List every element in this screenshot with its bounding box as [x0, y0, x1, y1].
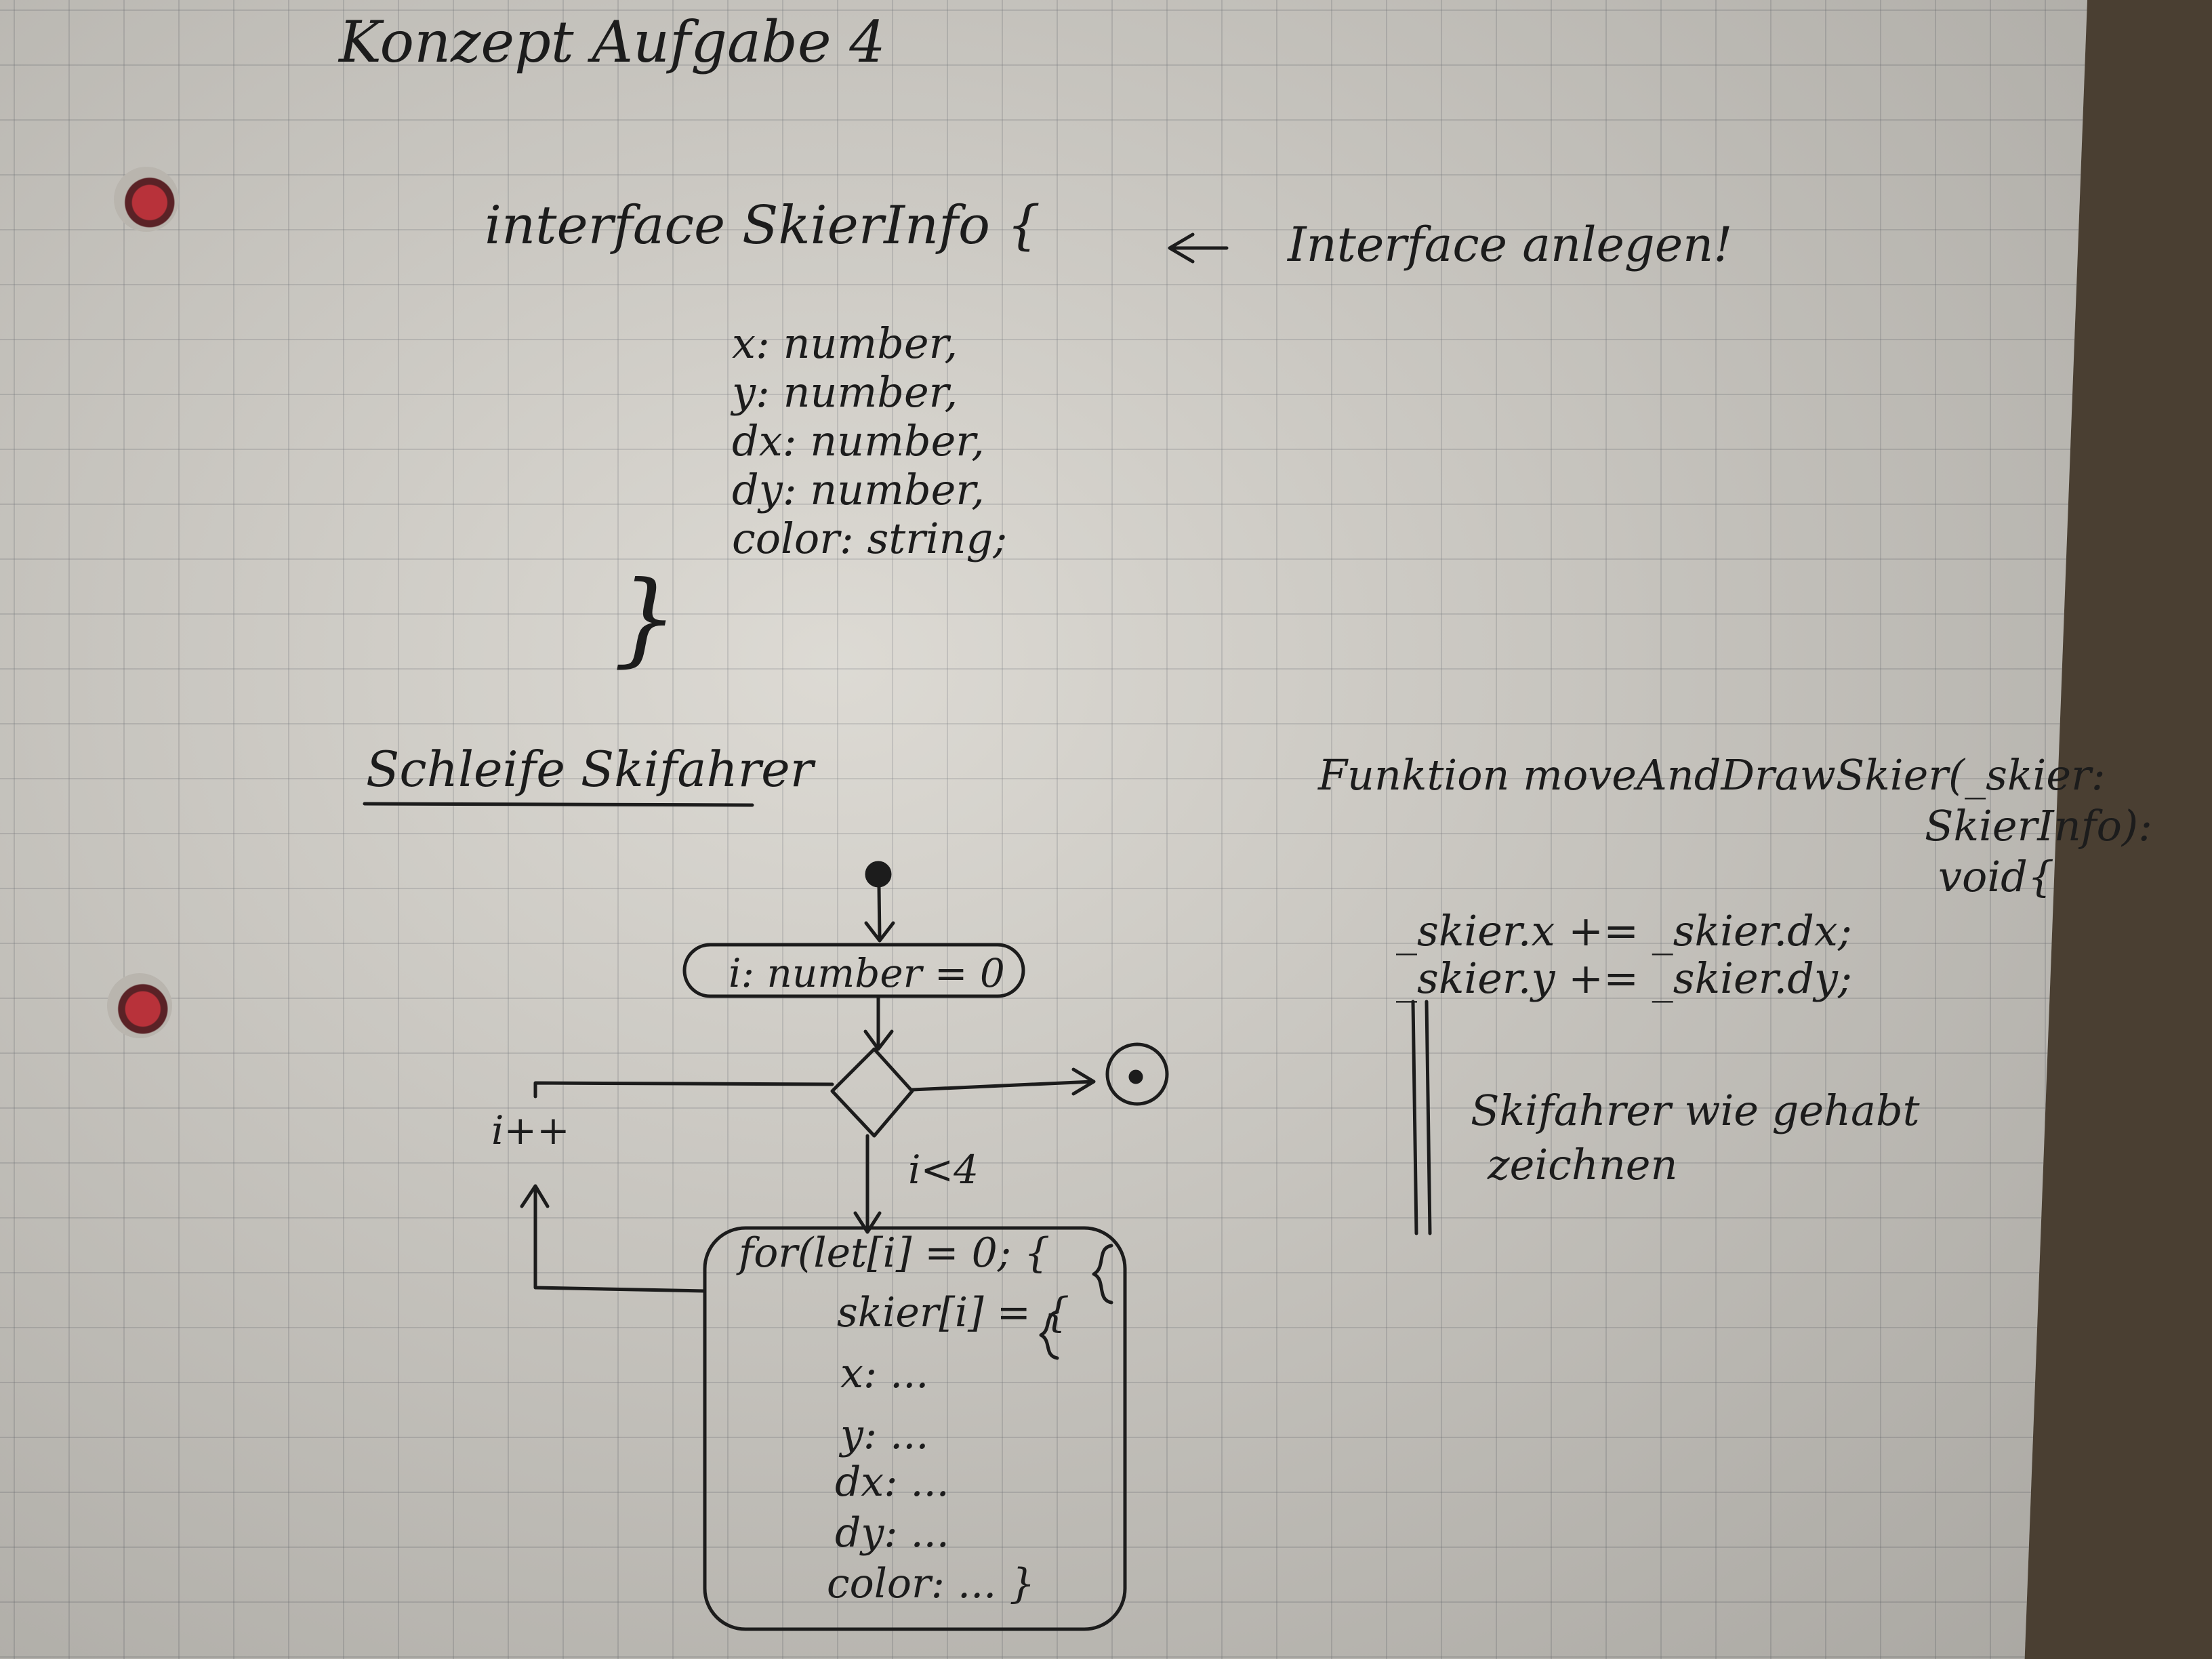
start-arrow [864, 884, 895, 943]
loop-body-line-3: x: ... [840, 1350, 929, 1397]
loop-condition-label: i<4 [908, 1147, 979, 1193]
end-node-inner [1128, 1069, 1143, 1084]
punch-hole-bottom [107, 973, 172, 1038]
grid-paper [0, 0, 2087, 1659]
exit-arrow [910, 1067, 1096, 1096]
function-note-line-2: zeichnen [1488, 1140, 1678, 1189]
loop-body-line-2: skier[i] = { [837, 1289, 1070, 1336]
loop-body-line-4: y: ... [840, 1411, 929, 1458]
increment-return [520, 1184, 707, 1293]
interface-field-color: color: string; [732, 514, 1008, 563]
interface-annotation: Interface anlegen! [1288, 217, 1733, 272]
interface-field-x: x: number, [732, 319, 958, 368]
loop-title: Schleife Skifahrer [366, 741, 814, 798]
function-body-line-2: _skier.y += _skier.dy; [1396, 954, 1852, 1003]
decision-diamond [830, 1047, 914, 1138]
loop-init-label: i: number = 0 [729, 950, 1005, 996]
punch-hole-top [114, 167, 179, 232]
loop-body-box [703, 1226, 1127, 1631]
function-signature-line-2: SkierInfo): [1925, 801, 2152, 851]
function-note-line-1: Skifahrer wie gehabt [1471, 1086, 1920, 1135]
loop-body-line-7: color: ... } [827, 1560, 1036, 1607]
function-body-line-1: _skier.x += _skier.dx; [1396, 906, 1852, 956]
init-node [682, 943, 1025, 998]
loop-body-line-5: dx: ... [835, 1458, 949, 1506]
loop-title-underline [363, 802, 754, 807]
init-arrow [863, 996, 894, 1051]
page-title: Konzept Aufgabe 4 [339, 9, 886, 75]
condition-arrow [853, 1134, 882, 1234]
function-signature-line-1: Funktion moveAndDrawSkier(_skier: [1318, 750, 2106, 800]
interface-field-dy: dy: number, [732, 465, 985, 514]
interface-header: interface SkierInfo { [485, 195, 1041, 256]
interface-closing-brace: } [613, 560, 678, 678]
start-node [865, 861, 892, 888]
loop-body-line-6: dy: ... [835, 1509, 949, 1557]
increment-path [533, 1081, 834, 1099]
function-body-bar [1411, 1000, 1432, 1235]
function-signature-line-3: void{ [1938, 852, 2055, 901]
end-node-outer [1105, 1042, 1169, 1106]
interface-pointer-arrow [1168, 232, 1229, 264]
body-brace-1 [1092, 1244, 1113, 1305]
loop-body-line-1: for(let[i] = 0; { [739, 1229, 1050, 1277]
interface-field-y: y: number, [732, 367, 958, 417]
body-brace-2 [1039, 1310, 1059, 1360]
interface-field-dx: dx: number, [732, 416, 985, 466]
loop-increment-label: i++ [491, 1107, 570, 1153]
